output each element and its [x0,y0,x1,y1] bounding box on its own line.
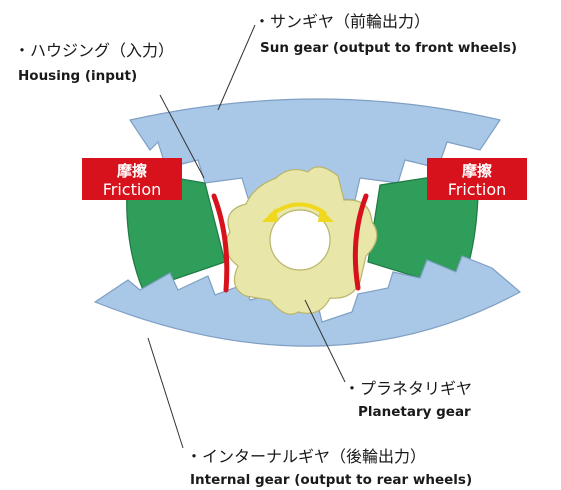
leader-internal [147,337,184,449]
friction-arc-left [211,193,230,293]
planetary-gear-label-en: Planetary gear [358,404,471,420]
leader-planetary [304,299,346,383]
rotation-arrow-head-right [318,208,334,222]
friction-label-right-jp: 摩擦 [462,162,492,180]
leader-sun-gear [217,24,256,111]
sun-gear-label-jp: ・サンギヤ（前輪出力） [254,12,430,31]
leader-housing [159,94,205,179]
friction-label-left-jp: 摩擦 [117,162,147,180]
friction-label-right-en: Friction [448,180,507,199]
internal-gear-label-en: Internal gear (output to rear wheels) [190,472,472,488]
sun-gear-label-en: Sun gear (output to front wheels) [260,40,517,56]
internal-gear-label-jp: ・インターナルギヤ（後輪出力） [186,447,426,466]
planetary-gear-hole [269,209,331,271]
housing-label-jp: ・ハウジング（入力） [14,41,174,60]
planetary-gear-label-jp: ・プラネタリギヤ [344,379,472,398]
friction-arc-right [352,193,369,291]
housing-label-en: Housing (input) [18,68,137,84]
friction-badge-right [427,158,527,200]
rotation-arrow-head-left [262,208,278,222]
friction-label-left-en: Friction [103,180,162,199]
friction-badge-left [82,158,182,200]
